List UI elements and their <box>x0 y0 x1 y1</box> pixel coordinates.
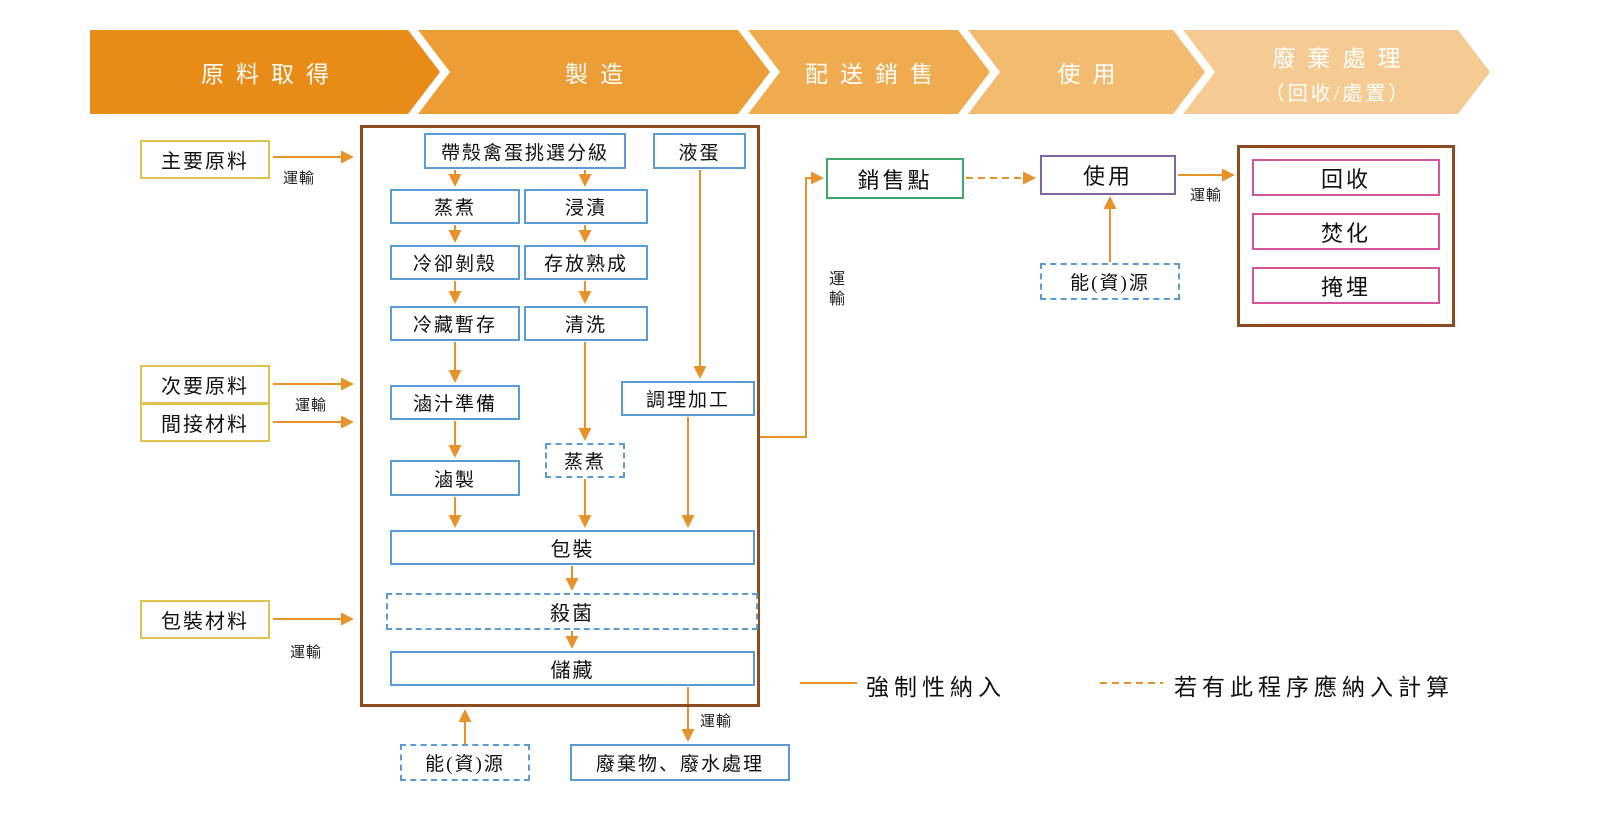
box-main-material: 主要原料 <box>140 140 270 179</box>
box-steaming: 蒸煮 <box>390 189 520 224</box>
box-soaking: 浸漬 <box>524 189 648 224</box>
transport-label-use: 運輸 <box>1190 188 1223 204</box>
box-liquid-egg: 液蛋 <box>653 133 746 169</box>
box-secondary-material: 次要原料 <box>140 365 270 404</box>
stage-raw-material-acquisition: 原料取得 <box>90 30 440 114</box>
stage-label: 廢棄處理 <box>1272 45 1413 71</box>
box-sales-point: 銷售點 <box>826 158 964 199</box>
box-cooling-shelling: 冷卻剝殼 <box>390 245 520 280</box>
stage-use: 使用 <box>968 30 1205 114</box>
stage-label: 使用 <box>1057 62 1128 87</box>
box-recycle: 回收 <box>1252 159 1440 196</box>
box-steaming-optional: 蒸煮 <box>545 443 625 478</box>
transport-label-vertical: 運輸 <box>826 270 843 310</box>
box-indirect-material: 間接材料 <box>140 403 270 442</box>
box-marinating: 滷製 <box>390 460 520 496</box>
transport-label-packaging: 運輸 <box>290 645 323 661</box>
box-packaging: 包裝 <box>390 530 755 565</box>
box-energy-source-use: 能(資)源 <box>1040 263 1180 300</box>
box-waste-treatment: 廢棄物、廢水處理 <box>570 744 790 781</box>
transport-label-secondary: 運輸 <box>295 398 328 414</box>
box-processing: 調理加工 <box>621 381 755 416</box>
stage-distribution-sales: 配送銷售 <box>748 30 990 114</box>
box-washing: 清洗 <box>524 306 648 341</box>
transport-label-waste: 運輸 <box>700 714 733 730</box>
box-marinade-prep: 滷汁準備 <box>390 385 520 420</box>
stage-label: 製造 <box>565 62 635 87</box>
disposal-container <box>1237 145 1455 327</box>
box-sterilization: 殺菌 <box>386 593 758 630</box>
stage-manufacturing: 製造 <box>418 30 770 114</box>
stage-sublabel: （回收/處置） <box>1264 82 1412 105</box>
legend-dashed-label: 若有此程序應納入計算 <box>1174 675 1454 700</box>
stage-label: 原料取得 <box>201 62 341 87</box>
stage-waste-disposal: 廢棄處理 （回收/處置） <box>1183 30 1490 114</box>
box-landfill: 掩埋 <box>1252 267 1440 304</box>
box-storage: 儲藏 <box>390 651 755 686</box>
manufacturing-container <box>360 125 760 707</box>
box-cold-storage: 冷藏暫存 <box>390 306 520 341</box>
box-energy-source: 能(資)源 <box>400 744 530 781</box>
box-packaging-material: 包裝材料 <box>140 600 270 639</box>
box-use: 使用 <box>1040 155 1176 195</box>
box-storage-aging: 存放熟成 <box>524 245 648 280</box>
legend-solid-label: 強制性納入 <box>866 675 1006 700</box>
stage-label: 配送銷售 <box>805 62 945 87</box>
box-incineration: 焚化 <box>1252 213 1440 250</box>
box-egg-sorting-grading: 帶殼禽蛋挑選分級 <box>424 133 626 169</box>
transport-label-main: 運輸 <box>283 171 316 187</box>
